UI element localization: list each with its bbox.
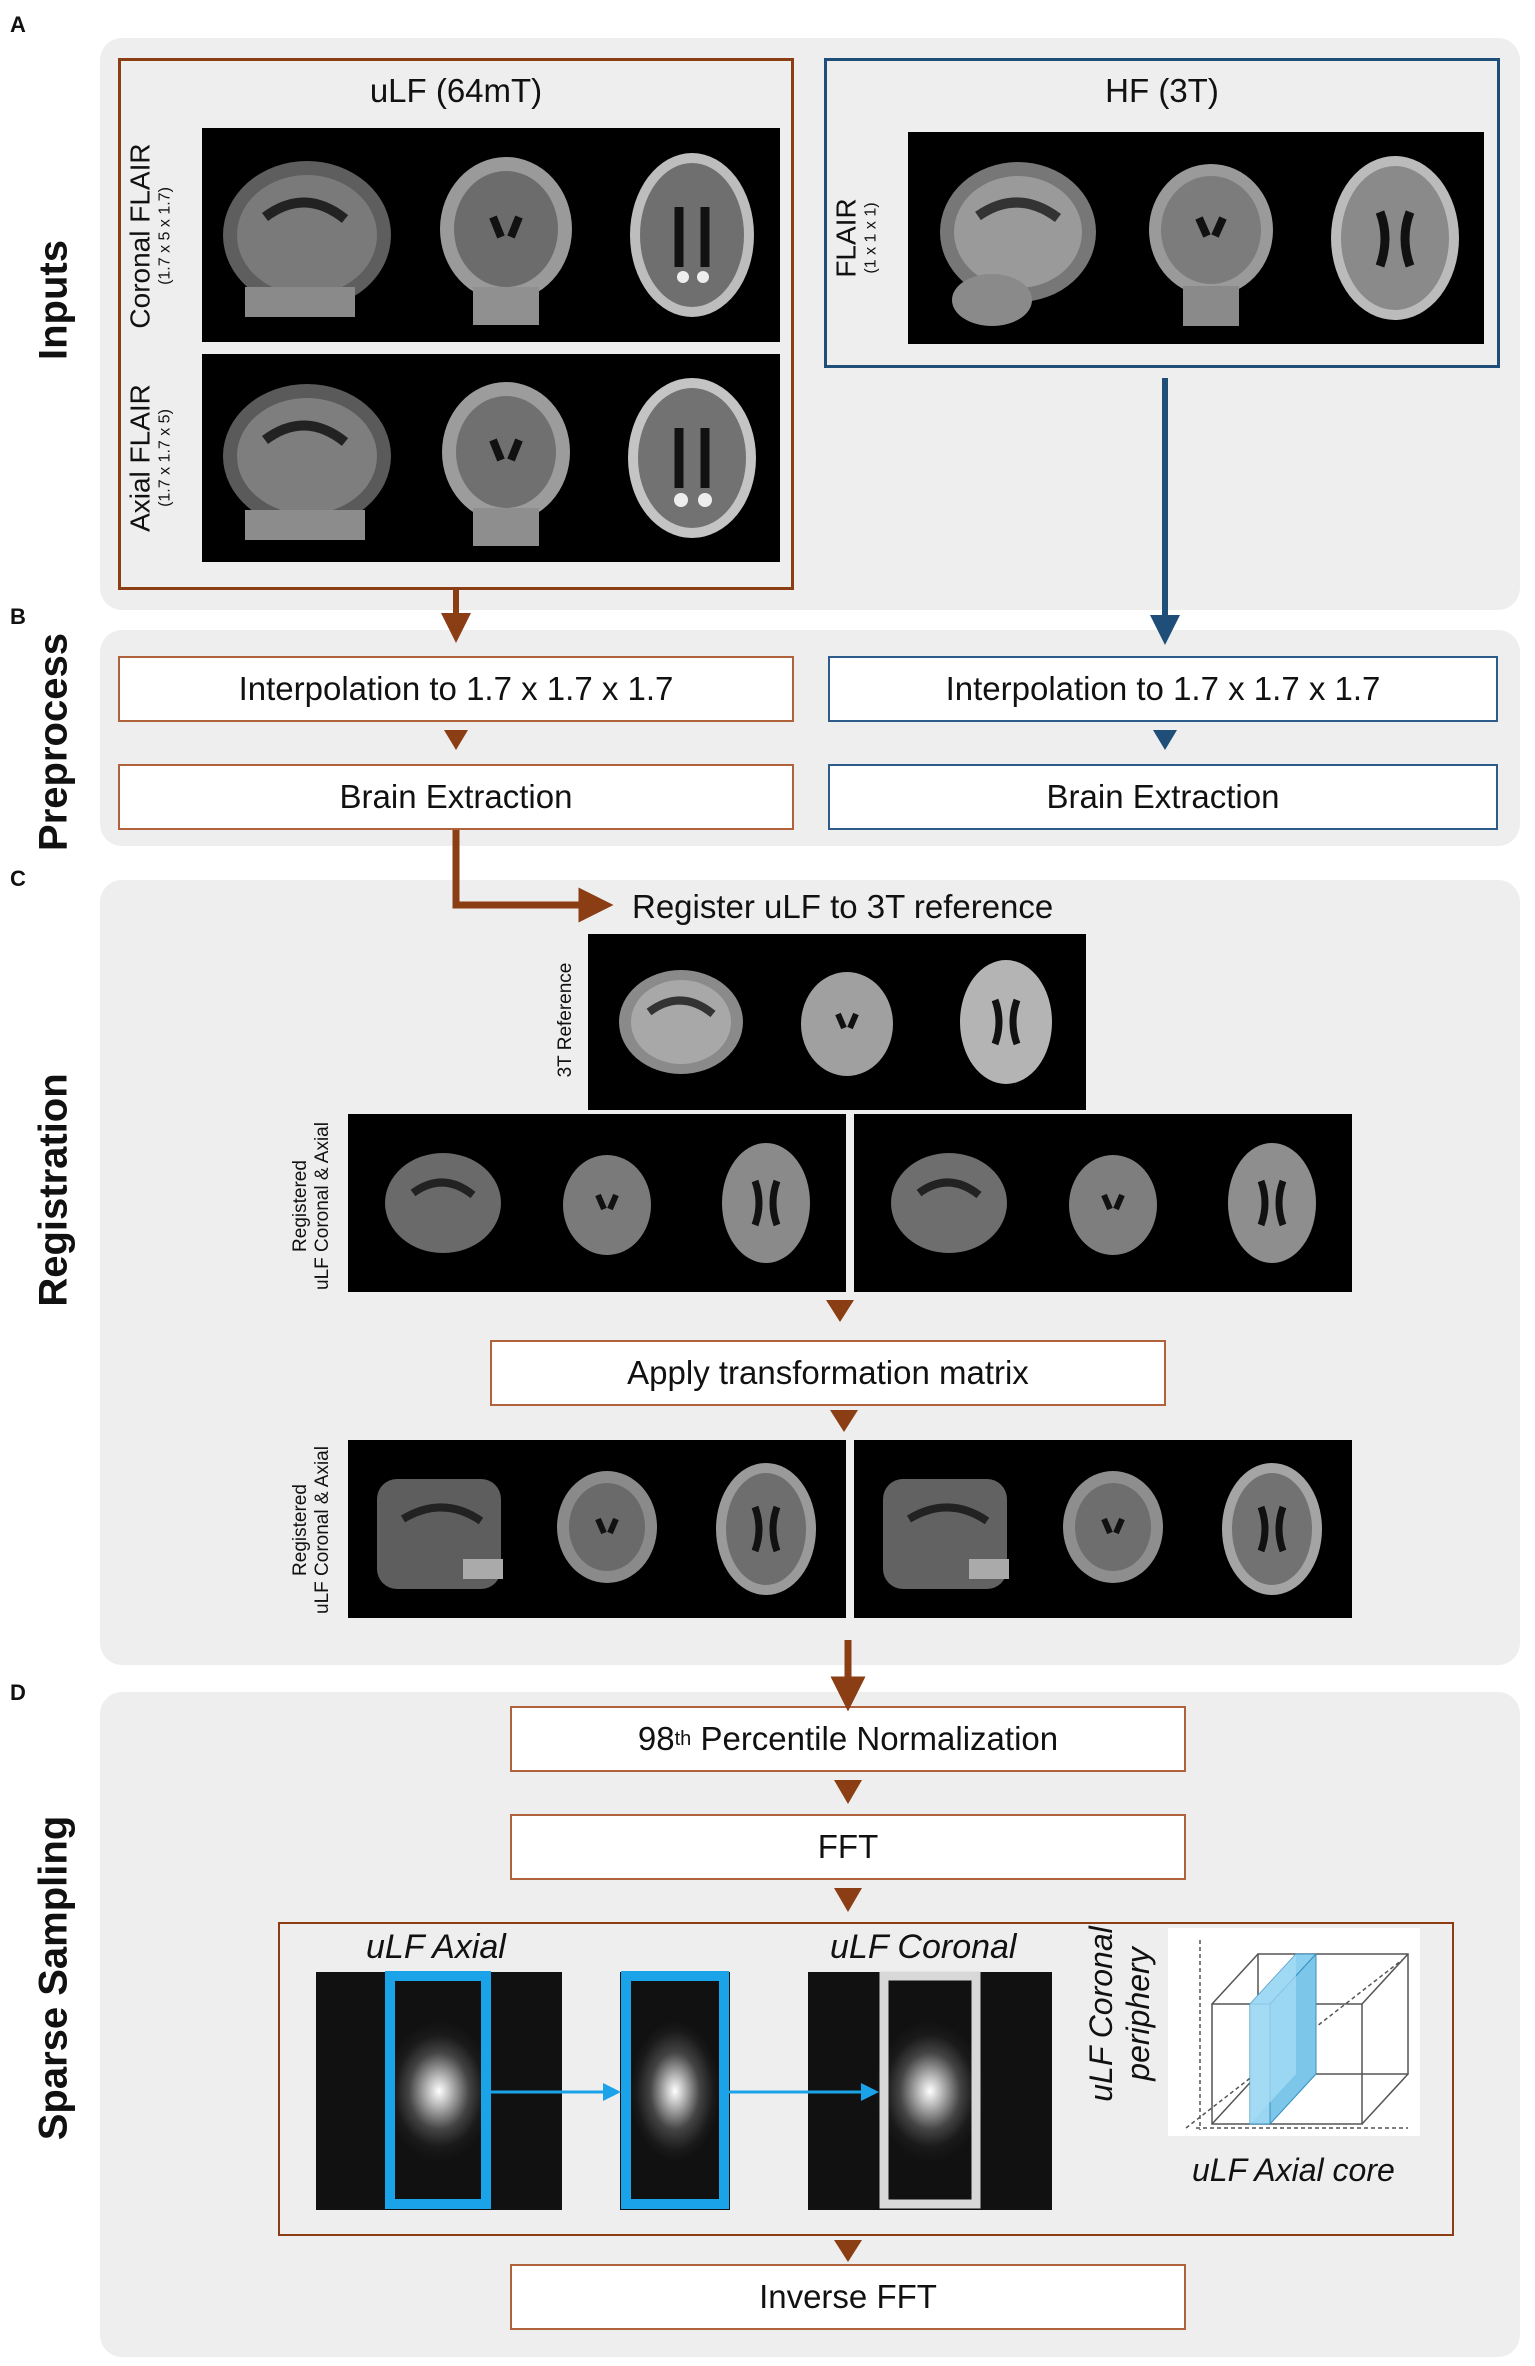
right-brain-extraction-step: Brain Extraction (828, 764, 1498, 830)
ulf-axial-label: uLF Axial (366, 1928, 506, 1966)
sparse-sampling-box (278, 1922, 1454, 2236)
panel-letter-a: A (10, 12, 26, 37)
ulf-coronal-strip (202, 128, 780, 342)
left-brain-extraction-step: Brain Extraction (118, 764, 794, 830)
triangle-reg-1 (826, 1300, 854, 1322)
ulf-title: uLF (64mT) (369, 72, 543, 109)
triangle-sparse-2 (834, 1888, 862, 1912)
register-title: Register uLF to 3T reference (632, 888, 1054, 925)
ulf-axial-strip (202, 354, 780, 562)
inverse-fft-step: Inverse FFT (510, 2264, 1186, 2330)
kspace-core-image (620, 1972, 730, 2210)
kspace-cube-diagram (1185, 1940, 1409, 2130)
triangle-reg-2 (830, 1410, 858, 1432)
registered-brain-strip-2a (348, 1440, 846, 1618)
normalization-number: 98 (637, 1720, 675, 1757)
triangle-sparse-1 (834, 1780, 862, 1804)
ulf-coronal-label: uLF Coronal (830, 1928, 1017, 1966)
panel-letter-d: D (10, 1680, 26, 1705)
hf-flair-strip (908, 132, 1484, 344)
arrow-extraction-to-registration (452, 830, 614, 923)
registered-brain-strip-2b (854, 1440, 1352, 1618)
triangle-left-preprocess (444, 730, 468, 750)
axial-core-selection (385, 1971, 491, 2209)
registered-brain-strip-1a (348, 1114, 846, 1292)
left-interpolation-step: Interpolation to 1.7 x 1.7 x 1.7 (118, 656, 794, 722)
hf-title: HF (3T) (1105, 72, 1219, 109)
normalization-superscript: th (674, 1727, 692, 1750)
panel-letter-b: B (10, 604, 26, 629)
core-extracted-frame (621, 1971, 729, 2209)
hf-input-box (824, 58, 1500, 368)
normalization-text: Percentile Normalization (691, 1720, 1059, 1757)
reference-3t-strip (588, 934, 1086, 1110)
panel-letter-c: C (10, 866, 26, 891)
triangle-sparse-3 (834, 2240, 862, 2262)
right-interpolation-step: Interpolation to 1.7 x 1.7 x 1.7 (828, 656, 1498, 722)
ulf-input-box (118, 58, 794, 590)
axial-core-label: uLF Axial core (1192, 2152, 1395, 2188)
apply-transformation-step: Apply transformation matrix (490, 1340, 1166, 1406)
fft-step: FFT (510, 1814, 1186, 1880)
registered-brain-strip-1b (854, 1114, 1352, 1292)
triangle-right-preprocess (1153, 730, 1177, 750)
coronal-core-slot (879, 1971, 981, 2209)
